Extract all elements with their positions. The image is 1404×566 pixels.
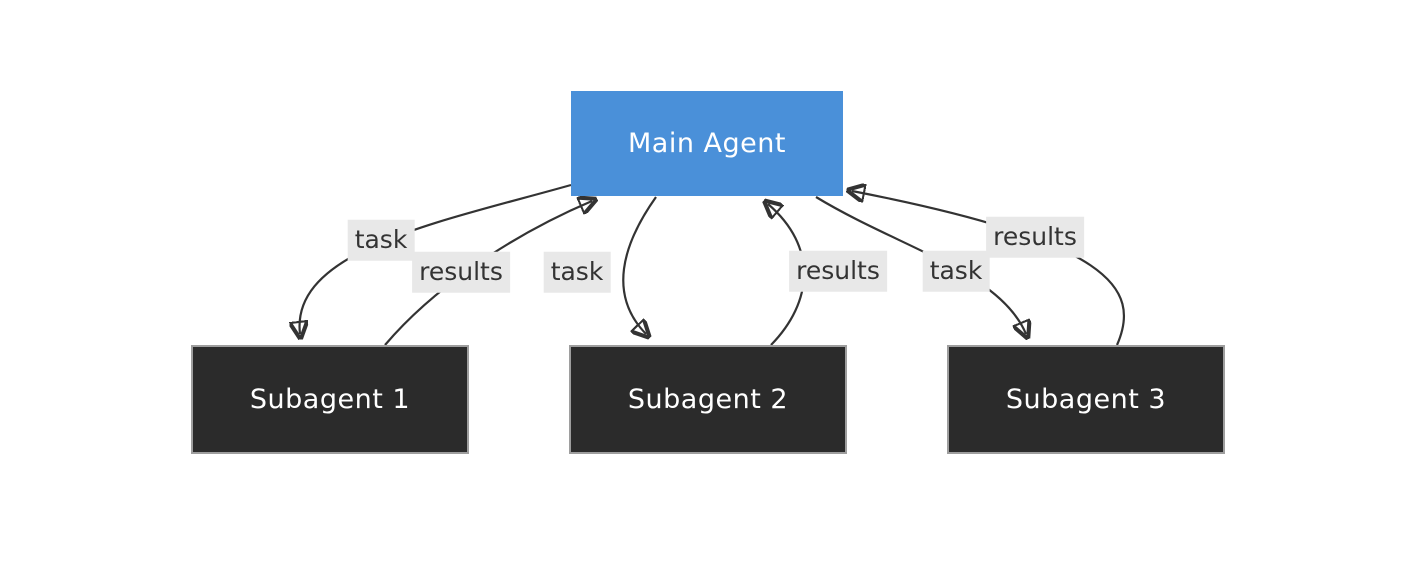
edge-label-task-subagent2: task xyxy=(543,251,611,293)
node-subagent-1-label: Subagent 1 xyxy=(249,384,411,415)
edge-label-results-subagent1: results xyxy=(412,251,510,293)
node-subagent-3: Subagent 3 xyxy=(947,345,1225,454)
node-main-agent: Main Agent xyxy=(571,91,843,196)
node-subagent-2-label: Subagent 2 xyxy=(627,384,789,415)
edge-task-main-to-subagent2 xyxy=(622,196,657,334)
edge-label-task-subagent3: task xyxy=(922,250,990,292)
node-subagent-2: Subagent 2 xyxy=(569,345,847,454)
edge-label-task-subagent1: task xyxy=(347,219,415,261)
node-main-agent-label: Main Agent xyxy=(628,128,786,159)
edge-results-subagent3-to-main xyxy=(852,191,1125,346)
node-subagent-1: Subagent 1 xyxy=(191,345,469,454)
edge-label-results-subagent2: results xyxy=(789,250,887,292)
edge-label-results-subagent3: results xyxy=(986,216,1084,258)
node-subagent-3-label: Subagent 3 xyxy=(1005,384,1167,415)
